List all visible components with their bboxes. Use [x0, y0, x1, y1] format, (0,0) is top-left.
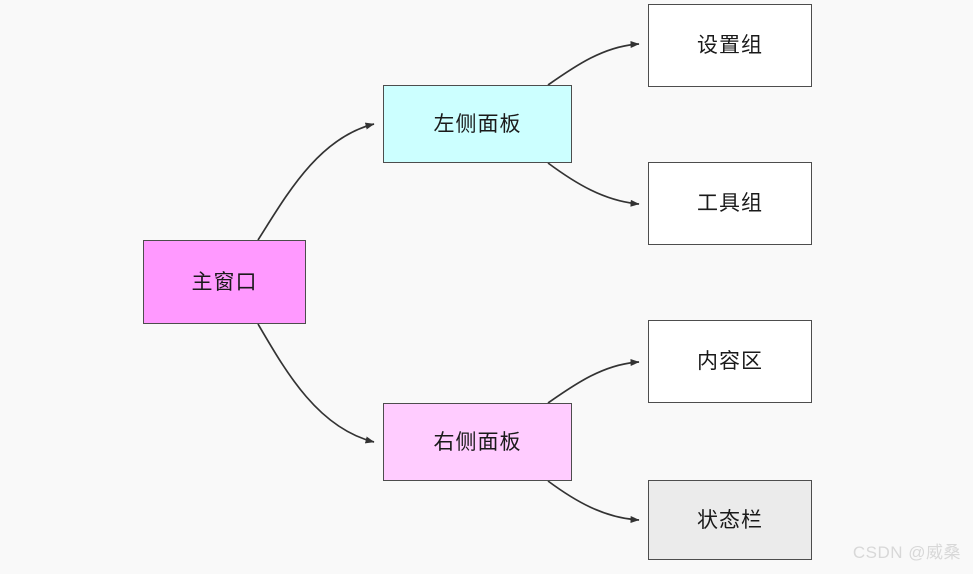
edge-right-panel-to-status-bar — [547, 480, 640, 524]
node-status-bar[interactable]: 状态栏 — [648, 480, 812, 560]
edge-main-window-to-right-panel — [257, 323, 375, 444]
node-label-settings-group: 设置组 — [697, 34, 763, 57]
watermark: CSDN @威桑 — [852, 543, 961, 562]
node-label-main-window: 主窗口 — [191, 270, 258, 294]
node-label-left-panel: 左侧面板 — [433, 112, 522, 136]
node-label-status-bar: 状态栏 — [697, 508, 763, 532]
node-settings-group[interactable]: 设置组 — [648, 4, 812, 87]
node-left-panel[interactable]: 左侧面板 — [383, 85, 572, 163]
node-tools-group[interactable]: 工具组 — [648, 162, 812, 245]
edge-right-panel-to-content-area — [547, 358, 640, 404]
node-content-area[interactable]: 内容区 — [648, 320, 812, 403]
edge-paths — [257, 40, 640, 524]
edge-main-window-to-left-panel — [257, 122, 375, 241]
node-label-tools-group: 工具组 — [697, 192, 763, 215]
node-main-window[interactable]: 主窗口 — [143, 240, 306, 324]
node-right-panel[interactable]: 右侧面板 — [383, 403, 572, 481]
edge-left-panel-to-tools-group — [547, 162, 640, 207]
node-label-right-panel: 右侧面板 — [433, 430, 522, 454]
node-label-content-area: 内容区 — [697, 350, 763, 373]
edge-left-panel-to-settings-group — [547, 40, 640, 86]
